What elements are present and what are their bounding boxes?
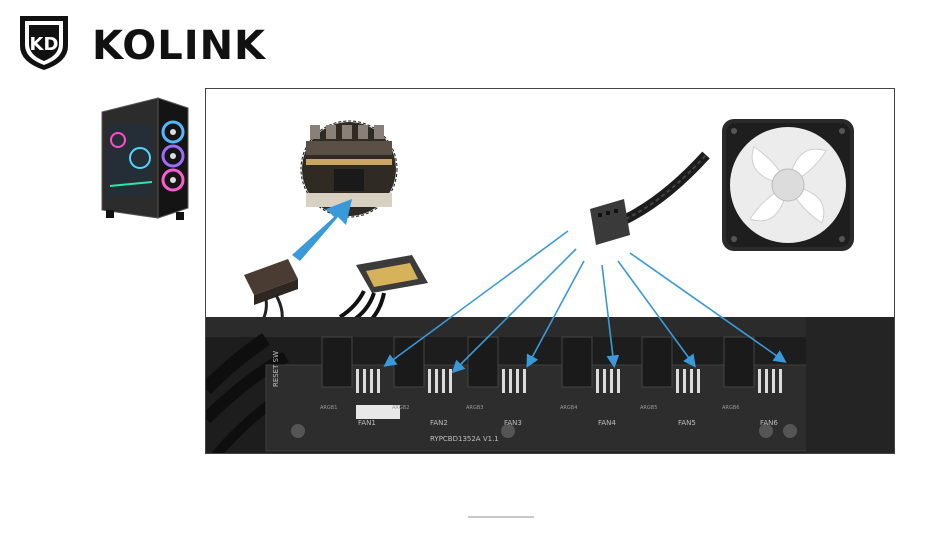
fan-label: FAN4 xyxy=(598,419,616,427)
footer-divider xyxy=(468,516,534,518)
fan-header-2 xyxy=(394,337,424,387)
header-pin xyxy=(676,369,679,393)
argb-label: ARGB2 xyxy=(392,405,409,411)
header-pin xyxy=(683,369,686,393)
header-pin xyxy=(449,369,452,393)
emblem-text: KD xyxy=(30,34,59,55)
header-pin xyxy=(617,369,620,393)
fan-hub-board xyxy=(206,317,895,454)
fan-connector-4pin xyxy=(244,259,298,327)
header-pin xyxy=(428,369,431,393)
fan-label: FAN2 xyxy=(430,419,448,427)
header-pin xyxy=(356,369,359,393)
header-pin xyxy=(442,369,445,393)
kolink-logo[interactable]: KD KOLINK xyxy=(16,12,226,72)
fan-label: FAN6 xyxy=(760,419,778,427)
header-pin xyxy=(603,369,606,393)
fan-header-3 xyxy=(468,337,498,387)
header-pin xyxy=(697,369,700,393)
fan-header-6 xyxy=(724,337,754,387)
fan-label: FAN3 xyxy=(504,419,522,427)
brand-name: KOLINK xyxy=(92,26,266,66)
header-pin xyxy=(779,369,782,393)
header-pin xyxy=(363,369,366,393)
argb-label: ARGB1 xyxy=(320,405,337,411)
header-pin xyxy=(772,369,775,393)
header-pin xyxy=(370,369,373,393)
header-pin xyxy=(502,369,505,393)
header-pin xyxy=(765,369,768,393)
header-pin xyxy=(610,369,613,393)
argb-label: ARGB5 xyxy=(640,405,657,411)
pc-case-image xyxy=(96,90,194,222)
argb-label: ARGB3 xyxy=(466,405,483,411)
fan-cable-connector xyxy=(590,155,706,245)
fan-header-5 xyxy=(642,337,672,387)
fan-header-1 xyxy=(322,337,352,387)
header-pin xyxy=(523,369,526,393)
kolink-shield-icon: KD xyxy=(16,12,72,72)
argb-label: ARGB4 xyxy=(560,405,577,411)
header-pin xyxy=(596,369,599,393)
board-model-label: RYPCBD1352A V1.1 xyxy=(430,435,499,443)
fan-header-4 xyxy=(562,337,592,387)
case-fan-image xyxy=(722,119,854,251)
header-pin xyxy=(509,369,512,393)
header-pin xyxy=(435,369,438,393)
reset-label: RESET SW xyxy=(272,351,280,387)
fan-label: FAN1 xyxy=(358,419,376,427)
header-pin xyxy=(758,369,761,393)
fan-label: FAN5 xyxy=(678,419,696,427)
header-pin xyxy=(516,369,519,393)
argb-label: ARGB6 xyxy=(722,405,739,411)
sata-power-connector xyxy=(340,255,428,325)
header-pin xyxy=(690,369,693,393)
header-pin xyxy=(377,369,380,393)
